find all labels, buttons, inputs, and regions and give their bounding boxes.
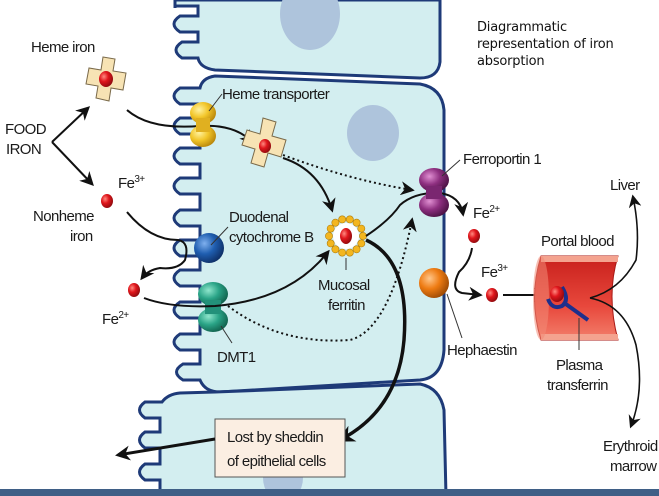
mucosal-ferritin: [325, 215, 367, 257]
label-erythroid-2: marrow: [610, 458, 657, 475]
ferritin-subunit: [352, 218, 361, 227]
label-duodenal-2: cytochrome B: [229, 229, 314, 246]
iron-atom-icon: [486, 288, 498, 302]
portal-blood-vessel: [533, 255, 619, 341]
ferritin-subunit: [331, 218, 340, 227]
nucleus: [347, 105, 399, 161]
label-portal-blood: Portal blood: [541, 233, 614, 250]
arrow-to-marrow: [589, 297, 641, 429]
label-nonheme-1: Nonheme: [33, 208, 94, 225]
leader-cytochrome-b: [210, 226, 229, 246]
arrow-heme-to-ferritin: [282, 157, 336, 213]
arrow-ferritin-to-ferroportin: [365, 191, 469, 237]
ferritin-subunit: [338, 248, 347, 257]
leader-heme-transporter: [208, 93, 223, 112]
label-dmt1: DMT1: [217, 349, 256, 366]
ferroportin-protein: [419, 168, 449, 217]
shedding-box: [214, 418, 346, 478]
label-liver: Liver: [610, 177, 640, 194]
ferritin-subunit: [357, 224, 366, 233]
iron-atom-icon: [259, 139, 271, 153]
plasma-transferrin: [546, 285, 590, 322]
arrow-fe2-to-fe3: [454, 247, 483, 301]
heme-iron-molecule: [85, 56, 127, 102]
label-plasma-1: Plasma: [556, 357, 604, 374]
label-lost-2: of epithelial cells: [227, 453, 326, 470]
cytochrome-b-protein: [194, 233, 224, 263]
arrow-fe3-reduction: [126, 211, 188, 281]
label-mucosal-2: ferritin: [328, 297, 365, 314]
heme-transporter-protein: [190, 102, 216, 147]
ferritin-subunit: [357, 239, 366, 248]
iron-atom-icon: [128, 283, 140, 297]
ferritin-subunit: [359, 232, 367, 240]
arrow-shedding-out: [115, 437, 216, 461]
title-line-3: absorption: [477, 54, 545, 69]
label-plasma-2: transferrin: [547, 377, 608, 394]
label-fe2-right: Fe2+: [473, 204, 500, 222]
arrow-dmt1-to-ferroportin-dotted: [227, 217, 417, 342]
title-line-2: representation of iron: [477, 37, 614, 52]
ferritin-subunit: [326, 224, 335, 233]
label-food-iron-2: IRON: [6, 141, 41, 158]
hephaestin-protein: [419, 268, 449, 298]
ferritin-subunit: [345, 248, 354, 257]
title-line-1: Diagrammatic: [477, 20, 567, 35]
ferritin-subunit: [338, 215, 347, 224]
label-duodenal-1: Duodenal: [229, 209, 289, 226]
arrow-to-liver: [589, 194, 642, 299]
label-heme-transporter: Heme transporter: [222, 86, 330, 103]
nucleus: [280, 0, 340, 50]
iron-atom-icon: [101, 194, 113, 208]
label-ferroportin: Ferroportin 1: [463, 151, 541, 168]
ferritin-subunit: [325, 232, 333, 240]
label-heme-iron: Heme iron: [31, 39, 95, 56]
leader-hephaestin: [446, 293, 463, 339]
label-mucosal-1: Mucosal: [318, 277, 370, 294]
ferritin-subunit: [352, 245, 361, 254]
arrow-food-to-nonheme: [51, 141, 94, 187]
iron-atom-icon: [340, 228, 352, 244]
diagram-title: Diagrammatic representation of iron abso…: [477, 19, 647, 70]
ferritin-subunit: [331, 245, 340, 254]
heme-iron-intracellular: [241, 117, 287, 168]
ferritin-subunit: [345, 215, 354, 224]
iron-atom-icon: [550, 286, 564, 302]
iron-atom-icon: [468, 229, 480, 243]
iron-atom-icon: [99, 71, 113, 87]
label-fe3-right: Fe3+: [481, 263, 508, 281]
label-erythroid-1: Erythroid: [603, 438, 658, 455]
label-lost-1: Lost by sheddin: [227, 429, 323, 446]
arrow-food-to-heme: [51, 106, 91, 143]
arrow-fe2-to-ferritin: [143, 249, 330, 308]
label-hephaestin: Hephaestin: [447, 342, 517, 359]
arrow-heme-to-ferroportin-dotted: [282, 154, 415, 196]
ferritin-subunit: [326, 239, 335, 248]
arrow-ferritin-to-shedding: [336, 238, 407, 442]
bottom-bar: [0, 489, 659, 496]
label-fe3-left: Fe3+: [118, 174, 145, 192]
label-food-iron-1: FOOD: [5, 121, 47, 138]
label-fe2-left: Fe2+: [102, 310, 129, 328]
label-nonheme-2: iron: [70, 228, 93, 245]
leader-dmt1: [220, 325, 233, 344]
leader-ferroportin: [441, 159, 461, 177]
